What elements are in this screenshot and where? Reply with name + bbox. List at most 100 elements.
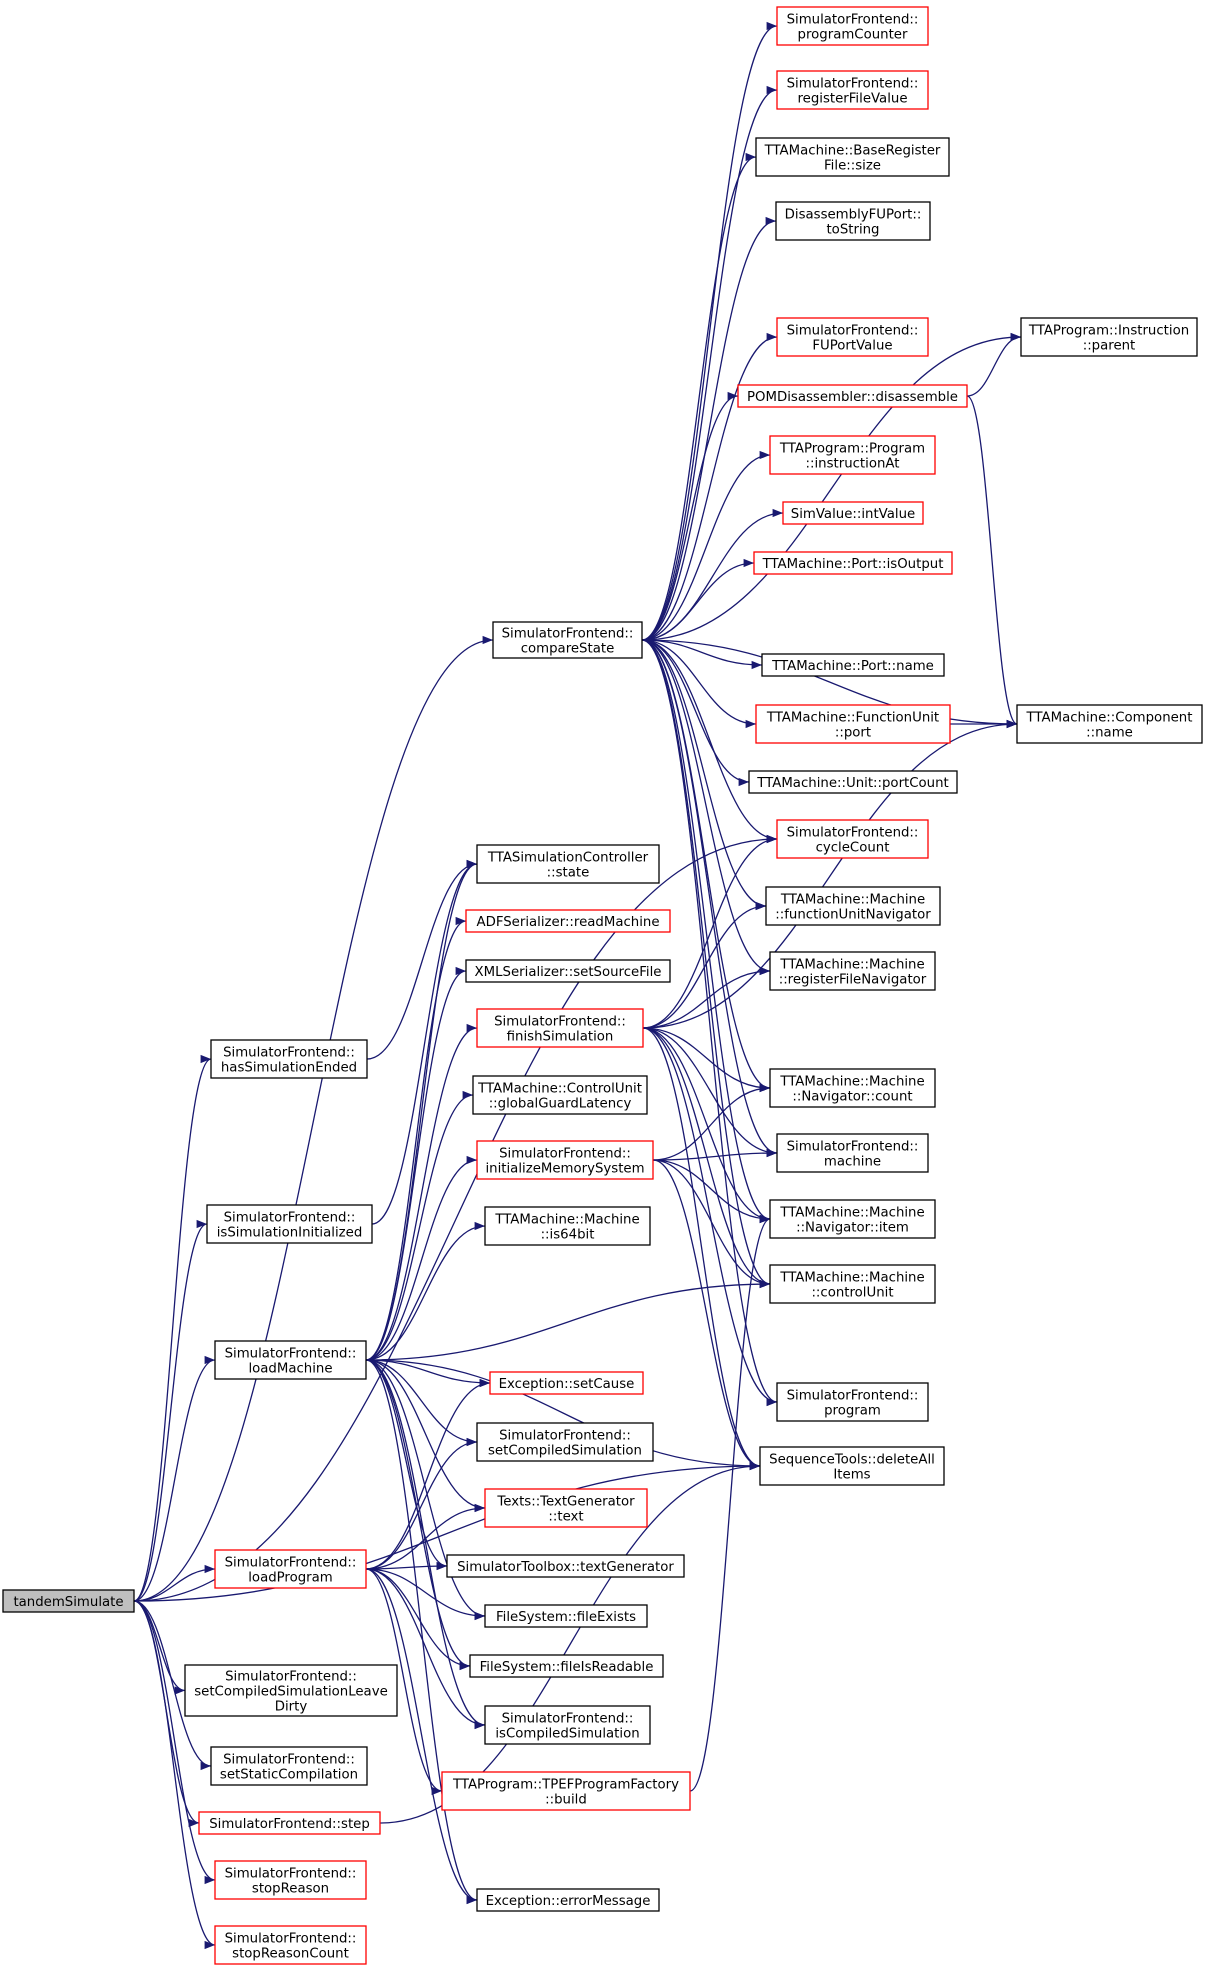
node-box	[214, 1925, 367, 1965]
function-node[interactable]: TTAMachine::Component::name	[1016, 704, 1203, 744]
function-node[interactable]: FileSystem::fileExists	[484, 1604, 648, 1628]
call-edge	[133, 1600, 212, 1771]
call-edge	[133, 635, 494, 1602]
call-edge	[641, 639, 778, 844]
node-box	[198, 1811, 381, 1835]
function-node[interactable]: SimulatorFrontend::step	[198, 1811, 381, 1835]
node-label: TTAMachine::Machine	[780, 893, 925, 908]
node-label: ::controlUnit	[811, 1286, 893, 1301]
call-edge	[365, 1359, 478, 1905]
call-edge	[652, 1148, 778, 1161]
call-edge	[652, 1083, 771, 1161]
function-node[interactable]: SimulatorFrontend::finishSimulation	[476, 1008, 644, 1048]
function-node[interactable]: SimulatorFrontend::cycleCount	[776, 819, 929, 859]
function-node[interactable]: SimulatorFrontend::setStaticCompilation	[210, 1746, 368, 1786]
node-label: SequenceTools::deleteAll	[769, 1453, 935, 1468]
node-box	[769, 1068, 936, 1108]
node-label: isCompiledSimulation	[495, 1727, 639, 1742]
function-node[interactable]: SimulatorFrontend::isCompiledSimulation	[484, 1705, 651, 1745]
function-node[interactable]: SimulatorFrontend::programCounter	[776, 6, 929, 46]
node-box	[476, 1140, 654, 1180]
node-label: stopReasonCount	[232, 1947, 349, 1962]
call-edge	[133, 1564, 216, 1602]
function-node[interactable]: SimulatorFrontend::compareState	[492, 621, 643, 659]
function-node[interactable]: TTAMachine::Machine::Navigator::count	[769, 1068, 936, 1108]
function-node[interactable]: tandemSimulate	[2, 1589, 135, 1613]
node-box	[755, 704, 951, 744]
function-node[interactable]: DisassemblyFUPort::toString	[775, 201, 931, 241]
node-box	[776, 1382, 929, 1422]
call-edge	[642, 966, 771, 1029]
function-node[interactable]: TTAProgram::Instruction::parent	[1020, 317, 1198, 357]
call-edge	[133, 1355, 216, 1602]
node-label: isSimulationInitialized	[217, 1226, 363, 1241]
node-box	[210, 1039, 368, 1079]
function-node[interactable]: SimulatorFrontend::FUPortValue	[776, 317, 929, 357]
function-node[interactable]: TTAMachine::Machine::registerFileNavigat…	[769, 951, 936, 991]
function-node[interactable]: TTAMachine::Port::isOutput	[753, 551, 953, 575]
function-node[interactable]: SimulatorFrontend::loadMachine	[214, 1340, 367, 1380]
function-node[interactable]: TTASimulationController::state	[476, 844, 660, 884]
node-box	[446, 1554, 685, 1578]
node-label: Dirty	[275, 1700, 308, 1715]
function-node[interactable]: TTAMachine::Machine::Navigator::item	[769, 1199, 936, 1239]
function-node[interactable]: SimulatorFrontend::stopReasonCount	[214, 1925, 367, 1965]
function-node[interactable]: SimulatorFrontend::hasSimulationEnded	[210, 1039, 368, 1079]
call-edge	[642, 1027, 771, 1289]
node-box	[472, 1075, 648, 1115]
node-label: TTAMachine::Machine	[779, 1206, 924, 1221]
call-edge	[641, 450, 771, 641]
node-label: SimulatorFrontend::	[225, 1347, 357, 1362]
function-node[interactable]: XMLSerializer::setSourceFile	[465, 959, 671, 983]
function-node[interactable]: POMDisassembler::disassemble	[737, 384, 968, 408]
call-edge	[365, 859, 478, 1361]
node-label: ::Navigator::item	[796, 1221, 909, 1236]
call-edge	[365, 1503, 486, 1570]
function-node[interactable]: SimulatorFrontend::initializeMemorySyste…	[476, 1140, 654, 1180]
function-node[interactable]: SimulatorFrontend::stopReason	[214, 1860, 367, 1900]
node-box	[2, 1589, 135, 1613]
function-node[interactable]: SimulatorFrontend::registerFileValue	[776, 70, 929, 110]
function-node[interactable]: Exception::errorMessage	[476, 1888, 660, 1912]
function-node[interactable]: SimulatorFrontend::program	[776, 1382, 929, 1422]
node-box	[769, 435, 936, 475]
node-label: ::build	[545, 1793, 587, 1808]
function-node[interactable]: TTAProgram::Program::instructionAt	[769, 435, 936, 475]
function-node[interactable]: Texts::TextGenerator::text	[484, 1488, 648, 1528]
node-label: TTAMachine::Port::isOutput	[762, 557, 944, 572]
call-edge	[365, 1155, 478, 1361]
function-node[interactable]: TTAMachine::Machine::is64bit	[484, 1206, 651, 1246]
node-box	[776, 70, 929, 110]
function-node[interactable]: FileSystem::fileIsReadable	[469, 1654, 664, 1678]
function-node[interactable]: TTAMachine::Unit::portCount	[748, 770, 958, 794]
function-node[interactable]: TTAMachine::ControlUnit::globalGuardLate…	[472, 1075, 648, 1115]
function-node[interactable]: SimulatorFrontend::isSimulationInitializ…	[206, 1204, 373, 1244]
node-label: tandemSimulate	[13, 1595, 123, 1610]
function-node[interactable]: SimulatorFrontend::machine	[776, 1133, 929, 1173]
function-node[interactable]: SimulatorFrontend::setCompiledSimulation	[476, 1422, 654, 1462]
call-edge	[133, 1055, 212, 1602]
function-node[interactable]: SimulatorToolbox::textGenerator	[446, 1554, 685, 1578]
function-node[interactable]: SimulatorFrontend::loadProgram	[214, 1549, 367, 1589]
node-label: SimulatorFrontend::	[787, 826, 919, 841]
function-node[interactable]: TTAMachine::Machine::controlUnit	[769, 1264, 936, 1304]
node-label: SimulatorFrontend::	[499, 1429, 631, 1444]
function-node[interactable]: TTAMachine::Machine::functionUnitNavigat…	[765, 886, 941, 926]
function-node[interactable]: TTAProgram::TPEFProgramFactory::build	[441, 1771, 691, 1811]
function-node[interactable]: TTAMachine::FunctionUnit::port	[755, 704, 951, 744]
function-node[interactable]: SimValue::intValue	[782, 501, 924, 525]
call-edge	[366, 859, 478, 1060]
node-label: TTASimulationController	[487, 851, 649, 866]
node-box	[484, 1604, 648, 1628]
function-node[interactable]: Exception::setCause	[489, 1371, 644, 1395]
node-label: DisassemblyFUPort::	[785, 208, 922, 223]
function-node[interactable]: ADFSerializer::readMachine	[465, 909, 671, 933]
node-label: TTAMachine::Component	[1026, 711, 1193, 726]
function-node[interactable]: SimulatorFrontend::setCompiledSimulation…	[184, 1664, 398, 1717]
node-label: ADFSerializer::readMachine	[476, 915, 659, 930]
node-box	[776, 1133, 929, 1173]
call-edge	[641, 332, 1022, 641]
function-node[interactable]: TTAMachine::Port::name	[761, 653, 945, 677]
